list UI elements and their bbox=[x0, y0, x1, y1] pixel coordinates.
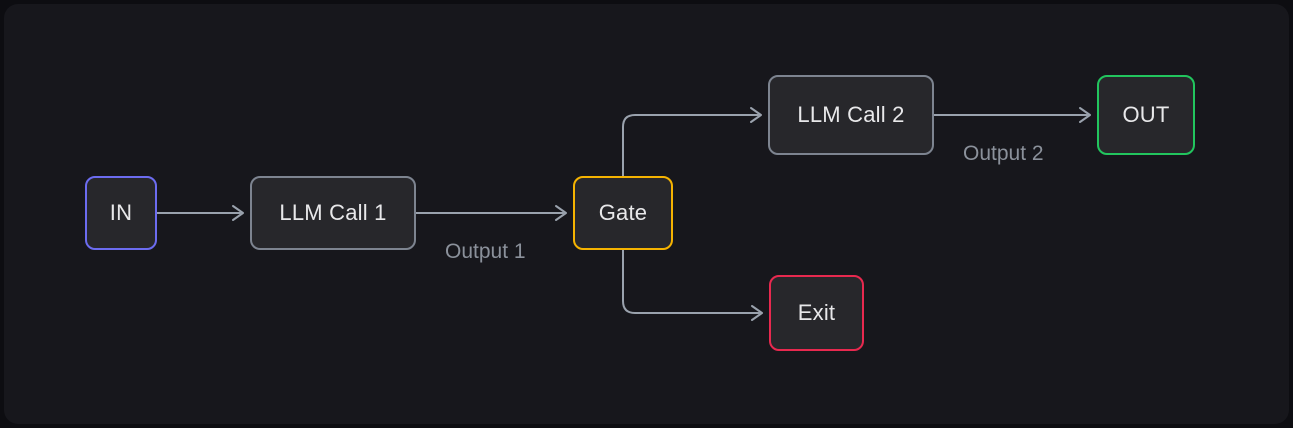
node-in-label: IN bbox=[109, 200, 133, 225]
edge-llm1-gate bbox=[415, 205, 567, 221]
node-out[interactable]: OUT bbox=[1097, 75, 1195, 155]
diagram-canvas: IN LLM Call 1 Gate LLM Call 2 OUT Exit O… bbox=[4, 4, 1289, 424]
node-in[interactable]: IN bbox=[85, 176, 157, 250]
node-gate[interactable]: Gate bbox=[573, 176, 673, 250]
node-llm-call-2-label: LLM Call 2 bbox=[797, 102, 905, 127]
node-out-label: OUT bbox=[1122, 102, 1170, 127]
edge-llm2-out bbox=[933, 107, 1091, 123]
node-gate-label: Gate bbox=[598, 200, 648, 225]
edge-label-output-2: Output 2 bbox=[963, 142, 1044, 165]
node-llm-call-2[interactable]: LLM Call 2 bbox=[768, 75, 934, 155]
node-exit[interactable]: Exit bbox=[769, 275, 864, 351]
edge-gate-llm2 bbox=[622, 107, 762, 177]
node-exit-label: Exit bbox=[797, 300, 836, 325]
edge-in-llm1 bbox=[156, 205, 244, 221]
node-llm-call-1[interactable]: LLM Call 1 bbox=[250, 176, 416, 250]
edge-label-output-1: Output 1 bbox=[445, 240, 526, 263]
node-llm-call-1-label: LLM Call 1 bbox=[279, 200, 387, 225]
edge-gate-exit bbox=[622, 249, 763, 321]
